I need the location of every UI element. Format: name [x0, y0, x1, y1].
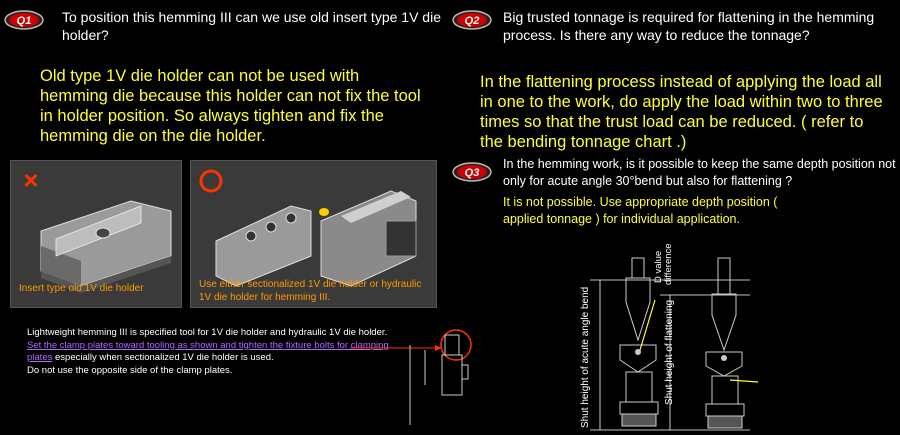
panel-wrong: × Insert type old 1V die holder [10, 160, 182, 308]
label-acute-shut-height: Shut height of acute angle bend [580, 286, 591, 428]
q2-badge-icon: Q2 [452, 10, 492, 30]
q2-answer: In the flattening process instead of app… [480, 73, 883, 151]
q1-answer: Old type 1V die holder can not be used w… [40, 67, 421, 145]
q1-note: Lightweight hemming III is specified too… [27, 327, 407, 377]
note-line-3: Do not use the opposite side of the clam… [27, 364, 233, 376]
svg-text:Q3: Q3 [465, 167, 480, 179]
q3-question: In the hemming work, is it possible to k… [503, 157, 896, 188]
note-line-1: Lightweight hemming III is specified too… [27, 327, 388, 338]
svg-text:Q1: Q1 [17, 15, 32, 27]
svg-text:×: × [23, 165, 38, 195]
clamp-plate-diagram [350, 329, 472, 425]
sectionalized-die-holder-illustration [199, 169, 417, 287]
q1-question: To position this hemming III can we use … [62, 9, 441, 43]
panel-wrong-caption: Insert type old 1V die holder [19, 283, 144, 294]
label-difference: difference [663, 243, 674, 285]
clamp-plate-link[interactable]: Set the clamp plates toward tooling as s… [27, 339, 389, 364]
note-line-2: especially when sectionalized 1V die hol… [52, 352, 274, 363]
old-die-holder-illustration: × [23, 165, 172, 293]
q3-badge-icon: Q3 [452, 162, 492, 182]
svg-text:Q2: Q2 [465, 15, 480, 27]
q3-answer: It is not possible. Use appropriate dept… [503, 195, 778, 226]
label-flattening-shut-height: Shut height of flattening [664, 299, 675, 405]
q1-badge-icon: Q1 [4, 10, 44, 30]
q2-question: Big trusted tonnage is required for flat… [503, 9, 875, 43]
panel-right-caption: Use either sectionalized 1V die holder o… [199, 279, 422, 303]
panel-right: Use either sectionalized 1V die holder o… [190, 160, 437, 308]
depth-diagram [590, 257, 759, 431]
